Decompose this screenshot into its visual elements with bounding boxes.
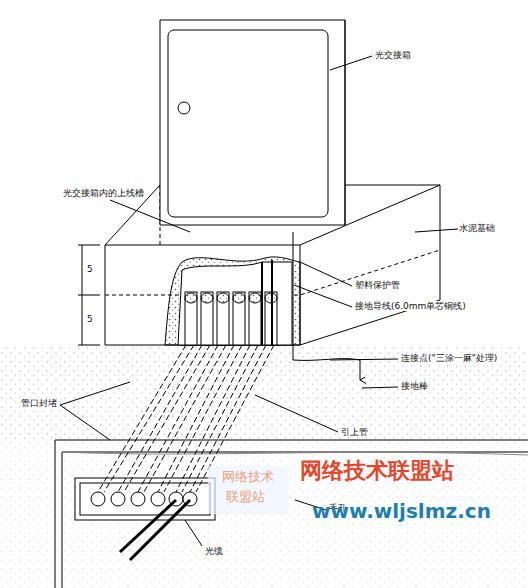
trough-label: 光交接箱内的上线槽 bbox=[62, 188, 145, 198]
base-label: 水泥基础 bbox=[458, 223, 496, 233]
ground-wire-label: 接地导线(6.0mm单芯铜线) bbox=[354, 301, 467, 311]
tube-label: 塑料保护管 bbox=[354, 280, 401, 290]
watermark: 网络技术 bbox=[222, 470, 274, 485]
watermark: 网络技术联盟站 bbox=[300, 458, 454, 483]
watermark: www.wljslmz.cn bbox=[312, 500, 491, 523]
joint-label: 连接点("三涂一麻"处理) bbox=[400, 353, 498, 363]
dimension: 5 bbox=[86, 264, 94, 274]
cable-label: 光缆 bbox=[204, 546, 224, 556]
riser-label: 引上管 bbox=[340, 427, 369, 437]
ground-rod-label: 接地棒 bbox=[400, 381, 429, 391]
seal-label: 管口封堵 bbox=[20, 398, 58, 408]
watermark: 联盟站 bbox=[226, 490, 265, 505]
dimension: 5 bbox=[86, 314, 94, 324]
cabinet-label: 光交接箱 bbox=[374, 50, 412, 60]
